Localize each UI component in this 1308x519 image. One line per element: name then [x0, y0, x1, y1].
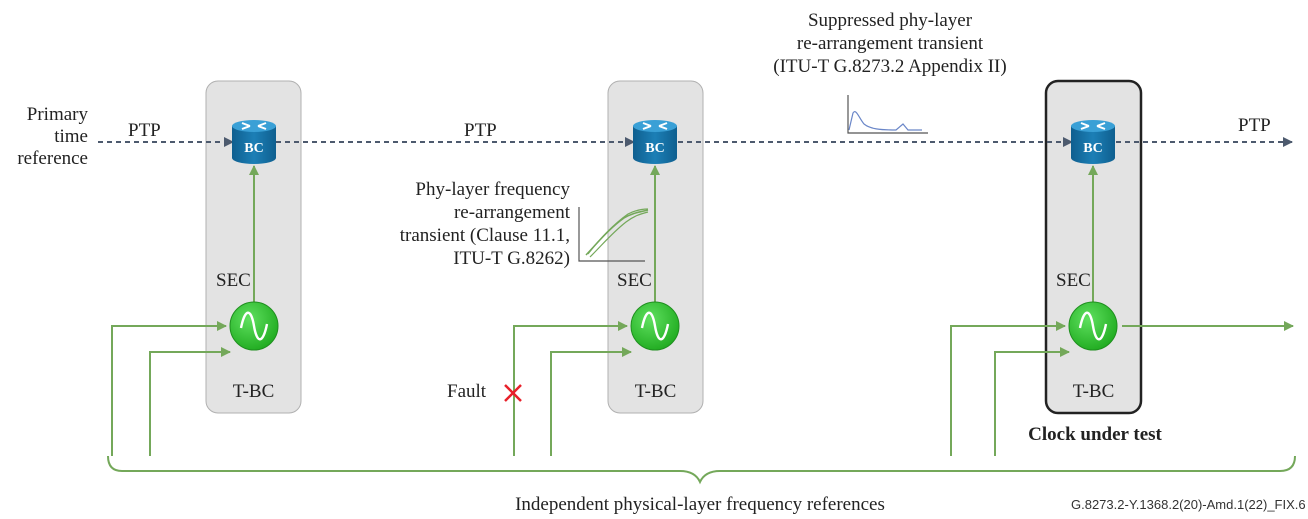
sec-oscillator-icon-2 — [630, 301, 680, 351]
phy-transient-line-1: Phy-layer frequency — [415, 179, 570, 200]
frequency-reference-lines — [111, 321, 1294, 456]
primary-label-line-1: Primary — [26, 104, 88, 125]
suppressed-transient-label: Suppressed phy-layer re-arrangement tran… — [740, 9, 1040, 78]
bc-router-icon-3 — [1071, 120, 1115, 164]
ptp-label-1: PTP — [128, 120, 161, 141]
sec-oscillator-icon-1 — [229, 301, 279, 351]
phy-transient-line-3: transient (Clause 11.1, — [399, 225, 570, 246]
phy-transient-line-4: ITU-T G.8262) — [453, 248, 570, 269]
figure-id: G.8273.2-Y.1368.2(20)-Amd.1(22)_FIX.6 — [1071, 497, 1306, 512]
bc-router-icon-1 — [232, 120, 276, 164]
fault-label: Fault — [447, 381, 487, 402]
phy-transient-plot — [578, 207, 649, 262]
tbc-label-3: T-BC — [1072, 381, 1115, 402]
bc-router-icon-2 — [633, 120, 677, 164]
ptp-label-3: PTP — [1238, 115, 1271, 136]
fault-x-icon — [504, 384, 522, 402]
bc-label-1: BC — [244, 141, 264, 156]
independent-references-label: Independent physical-layer frequency ref… — [515, 494, 885, 515]
sec-label-2: SEC — [617, 270, 652, 291]
suppressed-transient-plot — [847, 95, 928, 134]
bc-label-3: BC — [1083, 141, 1103, 156]
sec-to-bc-arrows — [249, 165, 1098, 302]
ptp-label-2: PTP — [464, 120, 497, 141]
clock-under-test-label: Clock under test — [1028, 424, 1162, 445]
phy-transient-label: Phy-layer frequency re-arrangement trans… — [340, 178, 570, 270]
bc-label-2: BC — [645, 141, 665, 156]
suppressed-line-2: re-arrangement transient — [796, 33, 984, 54]
sec-label-3: SEC — [1056, 270, 1091, 291]
tbc-label-1: T-BC — [232, 381, 275, 402]
sec-label-1: SEC — [216, 270, 251, 291]
phy-transient-line-2: re-arrangement — [453, 202, 570, 223]
primary-label-line-2: time — [54, 126, 88, 147]
suppressed-line-1: Suppressed phy-layer — [807, 10, 973, 31]
primary-time-reference-label: Primary time reference — [0, 104, 88, 170]
tbc-label-2: T-BC — [634, 381, 677, 402]
suppressed-line-3: (ITU-T G.8273.2 Appendix II) — [773, 56, 1007, 77]
primary-label-line-3: reference — [17, 148, 88, 169]
sec-oscillator-icon-3 — [1068, 301, 1118, 351]
bottom-brace — [107, 455, 1296, 485]
